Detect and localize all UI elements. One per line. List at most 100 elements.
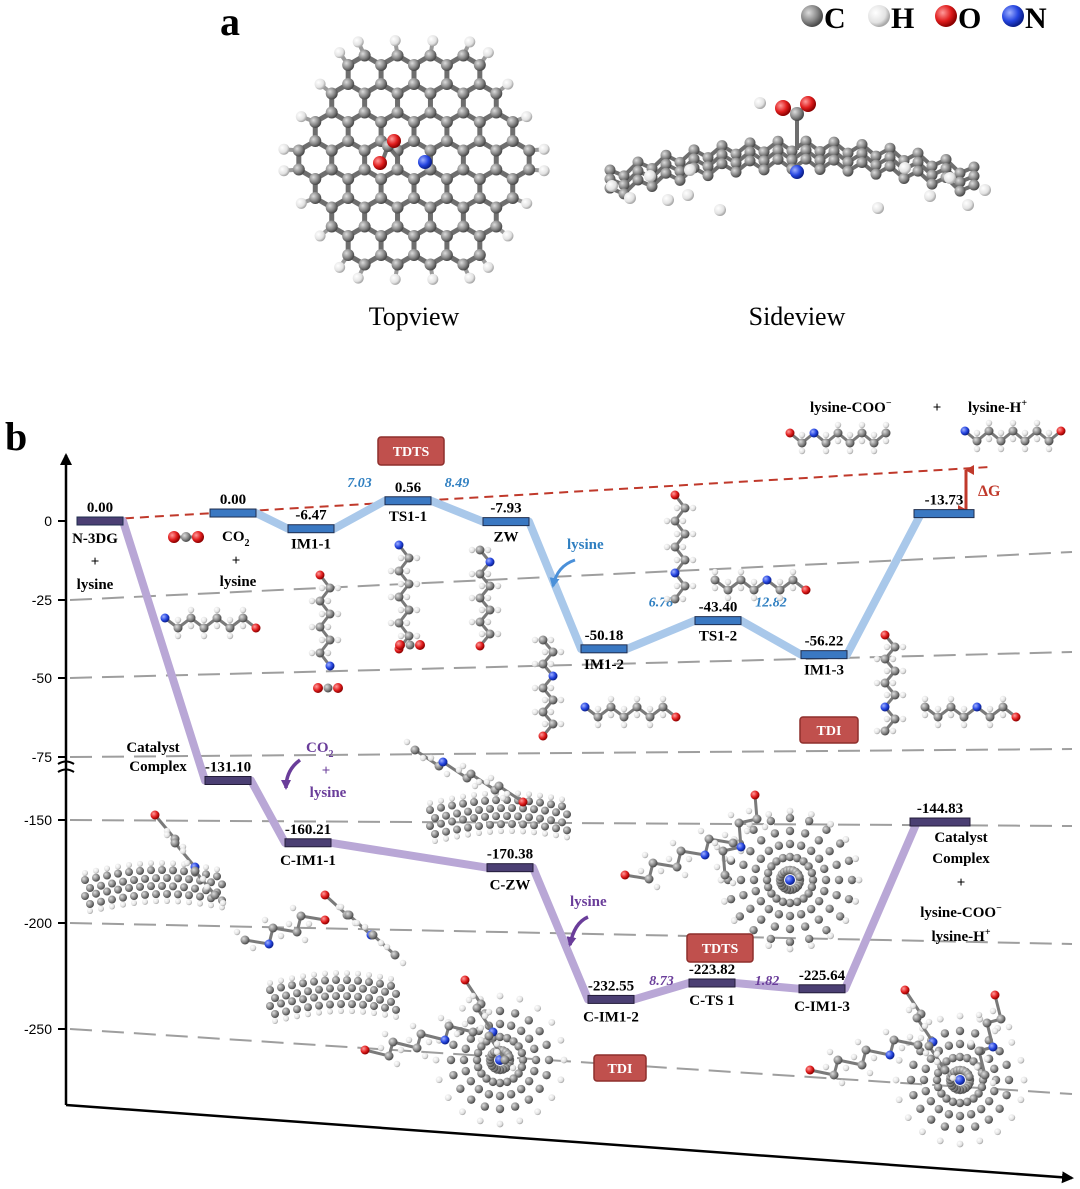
gridline: [69, 551, 1073, 601]
svg-text:TDTS: TDTS: [702, 942, 739, 957]
y-tick-label: -25: [32, 592, 52, 608]
gridline: [69, 922, 1073, 945]
svg-text:Catalyst: Catalyst: [934, 830, 987, 846]
energy-level-bar: [287, 524, 335, 534]
svg-text:lysine: lysine: [570, 894, 607, 910]
svg-text:TDI: TDI: [608, 1062, 633, 1077]
gridline: [69, 651, 1073, 679]
svg-text:+: +: [91, 554, 100, 570]
lysine-blue-note: lysine: [549, 537, 604, 588]
svg-text:lysine: lysine: [77, 577, 114, 593]
energy-value-label: -13.73: [925, 493, 964, 509]
x-axis: [65, 1103, 1074, 1184]
energy-value-label: 0.56: [395, 480, 422, 496]
y-tick-group: 0-25-50-75-150-200-250: [24, 513, 66, 1037]
energy-value-label: -7.93: [490, 501, 521, 517]
lysine-purple-note: lysine: [566, 894, 607, 947]
y-tick-label: -50: [32, 670, 52, 686]
panel-a-label: a: [220, 0, 240, 44]
energy-level-bar: [580, 644, 628, 654]
energy-level-bar: [913, 509, 975, 519]
svg-text:Catalyst: Catalyst: [126, 740, 179, 756]
barrier-label: 8.49: [445, 476, 470, 491]
tdi-badge-lower: TDI: [593, 1054, 647, 1082]
catalyst-complex-left-note: Catalyst Complex: [126, 740, 187, 775]
legend-label-N: N: [1025, 2, 1047, 35]
barrier-label: 1.82: [755, 974, 780, 989]
state-label: TS1-2: [699, 629, 737, 645]
state-label: IM1-1: [291, 537, 331, 553]
energy-level-bar: [209, 508, 257, 518]
sideview-molecule-model: [604, 96, 991, 216]
barrier-label: 7.03: [347, 476, 372, 491]
y-tick-label: -75: [32, 749, 52, 765]
energy-value-label: -144.83: [917, 801, 963, 817]
gridline: [69, 748, 1073, 758]
topview-molecule-model: [278, 35, 550, 285]
svg-text:TDTS: TDTS: [393, 445, 430, 460]
energy-levels: [76, 496, 975, 1004]
energy-value-label: -225.64: [799, 968, 846, 984]
co2-lysine-note: CO2 + lysine: [220, 529, 257, 590]
n3dg-lysine-note: N-3DG + lysine: [72, 531, 118, 593]
svg-text:+: +: [957, 875, 966, 891]
state-label: TS1-1: [389, 509, 427, 525]
energy-value-label: -6.47: [295, 508, 327, 524]
tdts-badge-upper: TDTS: [377, 436, 445, 466]
legend-label-H: H: [891, 2, 914, 35]
svg-text:+: +: [322, 763, 331, 779]
svg-text:lysine: lysine: [567, 537, 604, 553]
svg-text:lysine-COO−: lysine-COO−: [920, 903, 1002, 921]
y-tick-label: -200: [24, 915, 52, 931]
energy-level-bar: [284, 838, 332, 848]
state-label: C-TS 1: [689, 993, 734, 1009]
state-label: ZW: [493, 530, 518, 546]
legend-label-C: C: [824, 2, 846, 35]
svg-text:TDI: TDI: [817, 724, 842, 739]
svg-text:lysine-H+: lysine-H+: [931, 927, 990, 945]
state-labels: IM1-1TS1-1ZWIM1-2TS1-2IM1-3C-IM1-1C-ZWC-…: [280, 509, 850, 1026]
energy-value-label: -223.82: [689, 962, 735, 978]
legend-atom-N: [1002, 5, 1024, 27]
state-label: C-IM1-1: [280, 853, 336, 869]
svg-text:lysine-H+: lysine-H+: [968, 398, 1027, 416]
legend-atom-H: [868, 5, 890, 27]
svg-text:lysine-COO−: lysine-COO−: [810, 398, 892, 416]
energy-value-label: -160.21: [285, 822, 331, 838]
energy-level-bar: [76, 516, 124, 526]
legend-label-O: O: [958, 2, 981, 35]
y-tick-label: -250: [24, 1021, 52, 1037]
legend-atom-C: [801, 5, 823, 27]
sideview-caption: Sideview: [749, 302, 846, 331]
svg-text:+: +: [933, 400, 942, 416]
energy-level-bar: [587, 994, 635, 1004]
state-label: C-ZW: [490, 878, 531, 894]
energy-value-label: -56.22: [805, 634, 844, 650]
state-label: C-IM1-2: [583, 1009, 639, 1025]
energy-level-bar: [688, 978, 736, 988]
co2-lysine-purple-note: CO2 + lysine: [281, 740, 347, 801]
panel-b-label: b: [5, 414, 27, 459]
energy-level-bar: [909, 817, 971, 827]
y-tick-label: -150: [24, 812, 52, 828]
energy-value-label: -232.55: [588, 978, 634, 994]
tdts-badge-lower: TDTS: [686, 933, 754, 963]
svg-text:Complex: Complex: [932, 851, 990, 867]
delta-g-label: ΔG: [978, 483, 1001, 500]
energy-value-label: -170.38: [487, 847, 533, 863]
legend-atom-O: [935, 5, 957, 27]
svg-text:N-3DG: N-3DG: [72, 531, 118, 547]
topview-caption: Topview: [369, 302, 460, 331]
energy-level-bar: [384, 496, 432, 506]
energy-level-bar: [204, 775, 252, 785]
dashed-gridlines: [69, 551, 1073, 1095]
energy-value-label: -131.10: [205, 759, 251, 775]
tdi-badge-upper: TDI: [799, 716, 859, 744]
gridline: [69, 1028, 1073, 1095]
catalyst-complex-right-note: Catalyst Complex + lysine-COO− lysine-H+: [920, 830, 1002, 945]
products-top-note: lysine-COO− + lysine-H+: [810, 398, 1027, 416]
energy-level-bar: [482, 517, 530, 527]
